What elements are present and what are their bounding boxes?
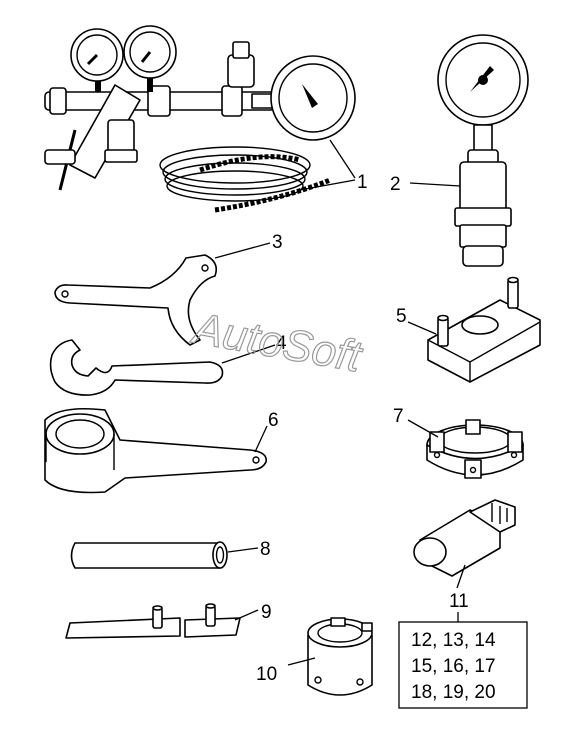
label-9: 9 — [261, 602, 272, 623]
label-7: 7 — [393, 406, 404, 427]
tube-icon — [70, 541, 228, 569]
label-1: 1 — [357, 172, 368, 193]
label-3: 3 — [272, 232, 283, 253]
clamp-ring-icon — [426, 419, 524, 479]
label-6: 6 — [268, 410, 279, 431]
label-5: 5 — [396, 306, 407, 327]
table-row-2: 15, 16, 17 — [411, 656, 496, 677]
label-10: 10 — [256, 664, 277, 685]
label-11: 11 — [449, 591, 469, 612]
parts-number-table: 12, 13, 14 15, 16, 17 18, 19, 20 — [398, 621, 528, 709]
shims-icon — [65, 603, 241, 639]
label-2: 2 — [390, 174, 401, 195]
pressure-gauge-icon — [437, 34, 529, 267]
pressure-regulator-icon — [44, 25, 356, 213]
ring-spanner-icon — [44, 407, 267, 494]
adapter-fitting-icon — [413, 499, 516, 577]
locating-plate-icon — [427, 276, 541, 383]
table-row-3: 18, 19, 20 — [411, 682, 496, 703]
label-4: 4 — [276, 333, 287, 354]
table-row-1: 12, 13, 14 — [411, 630, 496, 651]
hook-spanner-icon — [54, 254, 218, 346]
bushing-icon — [307, 617, 373, 696]
open-end-wrench-icon — [49, 339, 224, 396]
label-8: 8 — [260, 539, 271, 560]
